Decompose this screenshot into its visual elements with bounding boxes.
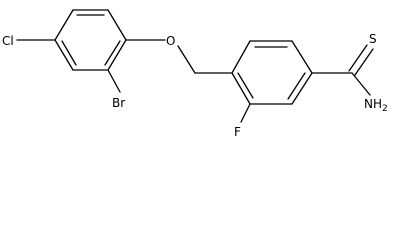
sulfur-atom-label: S bbox=[369, 32, 377, 46]
right-benzene-ring bbox=[231, 40, 313, 105]
chemical-structure-diagram: Cl Br O F S NH2 bbox=[2, 9, 388, 139]
double-bond-inner bbox=[237, 72, 254, 99]
double-bond-c-s bbox=[354, 48, 374, 76]
bond-oxygen-to-ch2 bbox=[177, 45, 196, 74]
bond bbox=[231, 72, 251, 105]
bond bbox=[291, 40, 313, 74]
bond bbox=[107, 9, 127, 41]
amino-group-label: NH2 bbox=[364, 97, 388, 114]
bond-c-to-nh2 bbox=[351, 72, 371, 96]
double-bond-inner bbox=[287, 72, 306, 100]
fluorine-atom-label: F bbox=[234, 125, 241, 139]
bond-to-fluorine bbox=[240, 103, 251, 123]
bond bbox=[107, 39, 127, 71]
bond bbox=[231, 40, 251, 74]
bond-to-bromine bbox=[107, 69, 121, 93]
bromine-atom-label: Br bbox=[112, 96, 125, 110]
double-bond-inner bbox=[61, 40, 77, 66]
chlorine-atom-label: Cl bbox=[2, 34, 14, 48]
amino-subscript: 2 bbox=[382, 104, 388, 114]
bond bbox=[54, 39, 74, 71]
amino-nh-text: NH bbox=[364, 97, 382, 111]
double-bond-inner bbox=[104, 40, 121, 66]
left-benzene-ring bbox=[54, 9, 127, 71]
bond bbox=[54, 9, 74, 41]
double-bond-c-s bbox=[348, 44, 368, 72]
bond bbox=[291, 72, 313, 105]
oxygen-atom-label: O bbox=[166, 34, 175, 48]
